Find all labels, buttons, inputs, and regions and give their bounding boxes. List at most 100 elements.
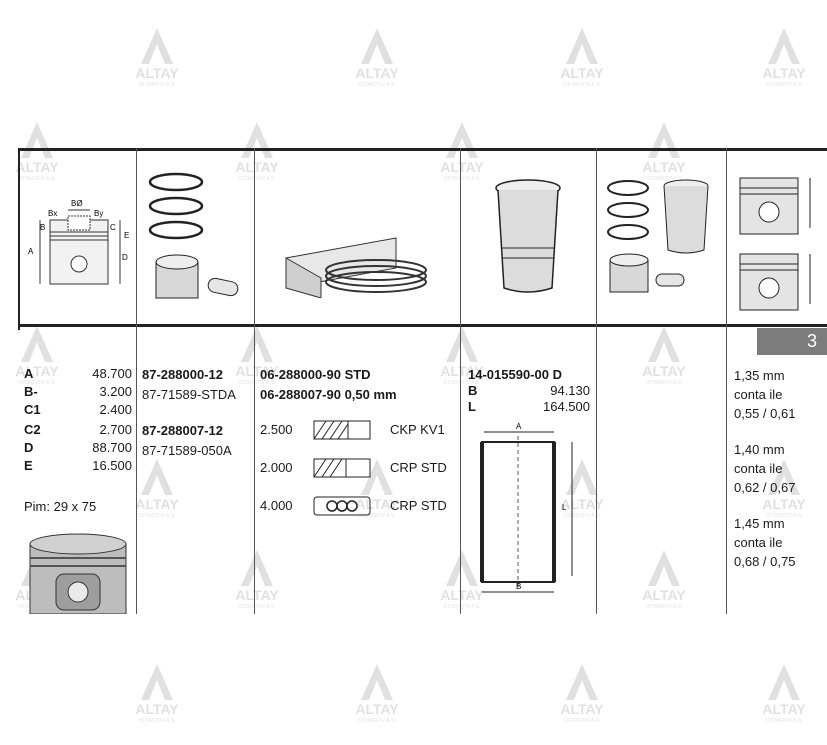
diagram-label-bo: BØ — [71, 199, 83, 208]
table-middle-rule — [18, 324, 827, 327]
table-top-rule — [18, 148, 827, 151]
svg-text:ALTAY: ALTAY — [135, 65, 179, 81]
dimension-row-d: D 88.700 — [24, 440, 132, 458]
liner-dimension-drawing: A L B — [474, 422, 584, 607]
ring-thickness: 4.000 — [260, 498, 293, 513]
gasket-range: 0,55 / 0,61 — [734, 406, 796, 421]
svg-text:ALTAY: ALTAY — [560, 701, 604, 717]
diagram-label-c: C — [110, 223, 116, 232]
column-divider — [254, 148, 255, 614]
gasket-option-3: 1,45 mm conta ile 0,68 / 0,75 — [734, 514, 824, 571]
piston-kit-illustration — [146, 170, 252, 315]
ring-profile-icon — [312, 418, 372, 445]
gasket-option-1: 1,35 mm conta ile 0,55 / 0,61 — [734, 366, 824, 423]
ring-thickness: 2.000 — [260, 460, 293, 475]
dimension-key: E — [24, 458, 33, 473]
catalog-page: 3 BØ Bx By B C E A D — [18, 148, 827, 615]
piston-code-std[interactable]: 87-288000-12 — [142, 367, 223, 382]
piston-subcode-oversize: 87-71589-050A — [142, 443, 232, 458]
column-divider — [726, 148, 727, 614]
section-tab[interactable]: 3 — [757, 328, 827, 355]
svg-text:OTOMOTIV A.S.: OTOMOTIV A.S. — [358, 82, 395, 88]
liner-l-value: 164.500 — [543, 399, 590, 414]
dimension-row-c2: C2 2.700 — [24, 422, 132, 440]
dimension-key: A — [24, 366, 34, 381]
piston-dimension-diagram: BØ Bx By B C E A D — [22, 190, 134, 295]
ring-type: CRP STD — [390, 460, 447, 475]
liner-drawing-label-b: B — [516, 582, 521, 591]
liner-code[interactable]: 14-015590-00 D — [468, 367, 562, 382]
full-kit-illustration — [606, 176, 724, 305]
svg-text:OTOMOTIV A.S.: OTOMOTIV A.S. — [358, 718, 395, 724]
column-divider — [596, 148, 597, 614]
svg-text:OTOMOTIV A.S.: OTOMOTIV A.S. — [765, 718, 802, 724]
gasket-option-2: 1,40 mm conta ile 0,62 / 0,67 — [734, 440, 824, 497]
svg-text:ALTAY: ALTAY — [560, 65, 604, 81]
ring-set-code-std[interactable]: 06-288000-90 STD — [260, 367, 371, 382]
svg-text:ALTAY: ALTAY — [762, 701, 806, 717]
dimension-key: C2 — [24, 422, 41, 437]
svg-text:ALTAY: ALTAY — [135, 701, 179, 717]
dimension-row-c1: C1 2.400 — [24, 402, 132, 420]
liner-drawing-label-l: L — [562, 503, 567, 512]
ring-set-code-oversize[interactable]: 06-288007-90 0,50 mm — [260, 387, 397, 402]
table-left-rule — [18, 148, 20, 330]
pin-size: Pim: 29 x 75 — [24, 499, 97, 514]
dimension-row-a: A 48.700 — [24, 366, 132, 384]
gasket-range: 0,62 / 0,67 — [734, 480, 796, 495]
dimension-key: C1 — [24, 402, 41, 417]
svg-text:ALTAY: ALTAY — [355, 65, 399, 81]
dimension-row-e: E 16.500 — [24, 458, 132, 476]
liner-drawing-label-a: A — [516, 422, 522, 431]
cylinder-liner-illustration — [494, 178, 564, 303]
liner-b-label: B — [468, 383, 478, 398]
column-divider — [136, 148, 137, 614]
gasket-label: conta ile — [734, 387, 783, 402]
dimension-value: 16.500 — [92, 458, 132, 473]
svg-text:ALTAY: ALTAY — [762, 65, 806, 81]
diagram-label-by: By — [94, 209, 103, 218]
diagram-label-a: A — [28, 247, 34, 256]
ring-profile-icon — [312, 456, 372, 483]
ring-row-1: 2.500 CKP KV1 — [260, 418, 470, 442]
oil-ring-profile-icon — [312, 494, 372, 521]
dimension-value: 88.700 — [92, 440, 132, 455]
svg-text:OTOMOTIV A.S.: OTOMOTIV A.S. — [138, 718, 175, 724]
piston-photo — [28, 524, 128, 619]
diagram-label-e: E — [124, 231, 129, 240]
piston-code-oversize[interactable]: 87-288007-12 — [142, 423, 223, 438]
ring-row-3: 4.000 CRP STD — [260, 494, 470, 518]
gasket-label: conta ile — [734, 461, 783, 476]
svg-text:ALTAY: ALTAY — [355, 701, 399, 717]
dimension-value: 2.700 — [99, 422, 132, 437]
ring-row-2: 2.000 CRP STD — [260, 456, 470, 480]
gasket-thickness: 1,40 mm — [734, 442, 785, 457]
svg-text:OTOMOTIV A.S.: OTOMOTIV A.S. — [563, 718, 600, 724]
ring-set-box-illustration — [276, 228, 446, 303]
piston-subcode-std: 87-71589-STDA — [142, 387, 236, 402]
svg-text:OTOMOTIV A.S.: OTOMOTIV A.S. — [765, 82, 802, 88]
diagram-label-b: B — [40, 223, 45, 232]
dimension-row-b: B- 3.200 — [24, 384, 132, 402]
liner-l-label: L — [468, 399, 476, 414]
gasket-range: 0,68 / 0,75 — [734, 554, 796, 569]
dimension-key: B- — [24, 384, 38, 399]
liner-b-value: 94.130 — [550, 383, 590, 398]
piston-section-illustration — [736, 158, 826, 323]
ring-type: CKP KV1 — [390, 422, 445, 437]
dimension-key: D — [24, 440, 34, 455]
ring-type: CRP STD — [390, 498, 447, 513]
dimension-value: 48.700 — [92, 366, 132, 381]
dimension-value: 2.400 — [99, 402, 132, 417]
diagram-label-bx: Bx — [48, 209, 57, 218]
ring-thickness: 2.500 — [260, 422, 293, 437]
diagram-label-d: D — [122, 253, 128, 262]
